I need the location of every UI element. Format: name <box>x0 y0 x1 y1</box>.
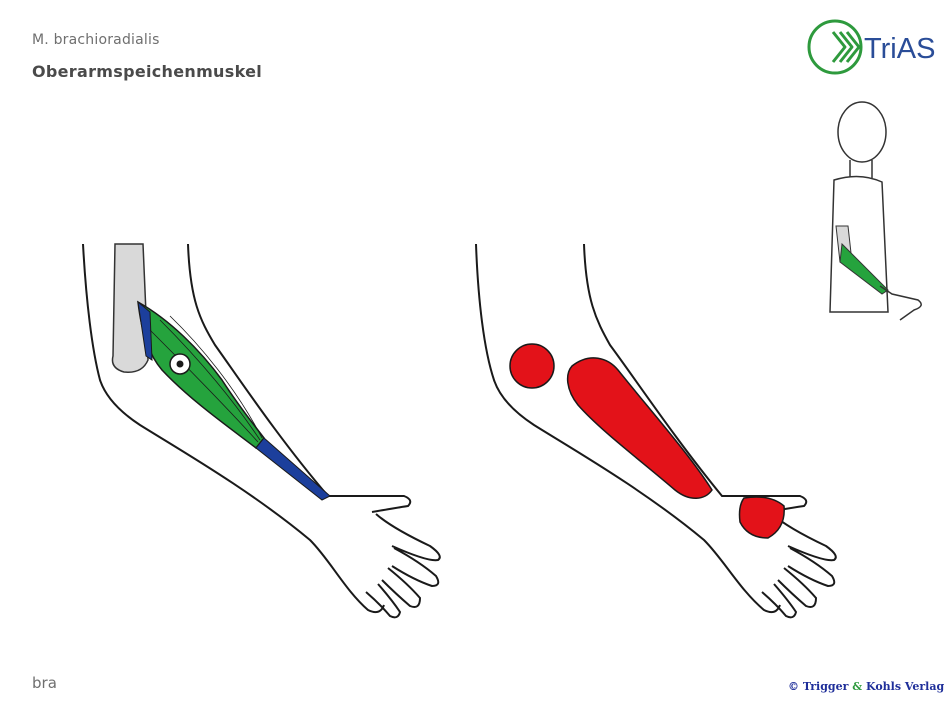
left-hand-fingers <box>365 513 441 619</box>
muscle-latin-name: M. brachioradialis <box>32 32 160 48</box>
left-arm-muscle-illustration <box>82 243 441 619</box>
right-arm-pain-illustration <box>475 243 837 619</box>
right-arm-outline <box>475 243 808 614</box>
brachioradialis-muscle <box>137 300 265 450</box>
pain-zone-elbow <box>509 343 555 389</box>
right-hand-fingers <box>761 513 837 619</box>
muscle-code: bra <box>32 674 57 692</box>
pain-zone-hand <box>738 496 785 539</box>
brachioradialis-insertion-tendon <box>255 437 331 501</box>
humerus-bone <box>111 243 149 373</box>
pain-zone-forearm <box>566 357 713 499</box>
copyright-notice: © Trigger & Kohls Verlag <box>788 680 945 693</box>
brachioradialis-origin-tendon <box>137 300 153 361</box>
logo-text: TriAS <box>864 33 935 65</box>
body-overview-figure <box>829 101 922 321</box>
muscle-german-name: Oberarmspeichenmuskel <box>32 62 263 81</box>
trias-logo-icon: TriAS <box>807 19 935 75</box>
trigger-point-icon <box>169 353 191 375</box>
